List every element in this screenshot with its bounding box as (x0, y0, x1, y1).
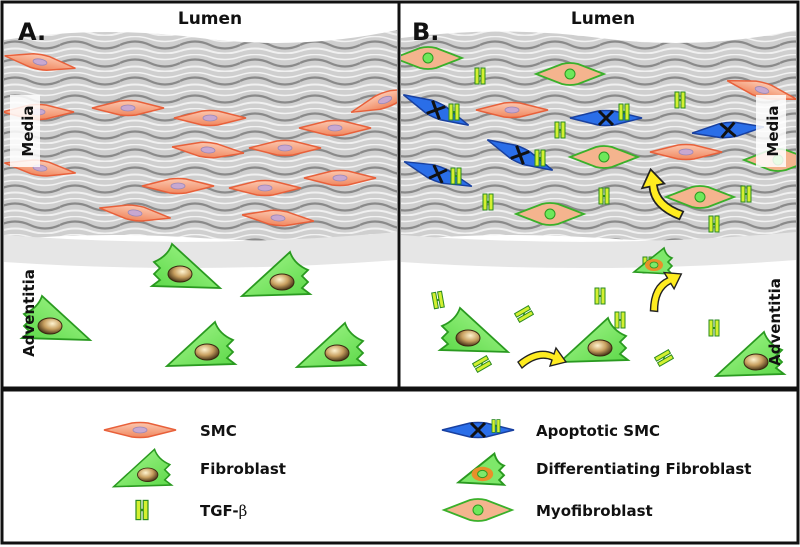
panel-b-letter: B. (412, 18, 439, 46)
apoptotic-smc-symbol (442, 423, 514, 438)
legend-item-differentiating-fibroblast: Differentiating Fibroblast (458, 454, 751, 485)
tgf-beta-symbol (136, 500, 148, 519)
panel-b-media-label: Media (764, 105, 782, 156)
legend-smc-label: SMC (200, 422, 237, 440)
legend: SMC Fibroblast TGF-β Apoptotic SMC Diffe… (104, 420, 751, 521)
panel-a-lumen-label: Lumen (178, 9, 242, 29)
panel-b (394, 4, 800, 386)
legend-item-apoptotic-smc: Apoptotic SMC (442, 420, 660, 440)
panel-a-letter: A. (18, 18, 46, 46)
smc-symbol (104, 423, 176, 438)
legend-differentiating-fibroblast-label: Differentiating Fibroblast (536, 460, 751, 478)
legend-item-smc: SMC (104, 422, 237, 440)
fibroblast-symbol (114, 449, 172, 486)
legend-apoptotic-smc-label: Apoptotic SMC (536, 422, 660, 440)
legend-item-myofibroblast: Myofibroblast (444, 499, 653, 521)
legend-fibroblast-label: Fibroblast (200, 460, 286, 478)
legend-myofibroblast-label: Myofibroblast (536, 502, 653, 520)
panel-a (2, 4, 421, 386)
legend-item-tgf: TGF-β (136, 500, 247, 520)
legend-tgf-label: TGF-β (200, 502, 247, 520)
myofibroblast-symbol (444, 499, 512, 521)
panel-b-lumen-label: Lumen (571, 9, 635, 29)
panel-b-adventitia-label: Adventitia (766, 278, 784, 366)
panel-a-media-label: Media (19, 105, 37, 156)
panel-a-adventitia-label: Adventitia (20, 269, 38, 357)
differentiating-fibroblast-symbol (458, 454, 504, 485)
legend-item-fibroblast: Fibroblast (114, 449, 286, 486)
